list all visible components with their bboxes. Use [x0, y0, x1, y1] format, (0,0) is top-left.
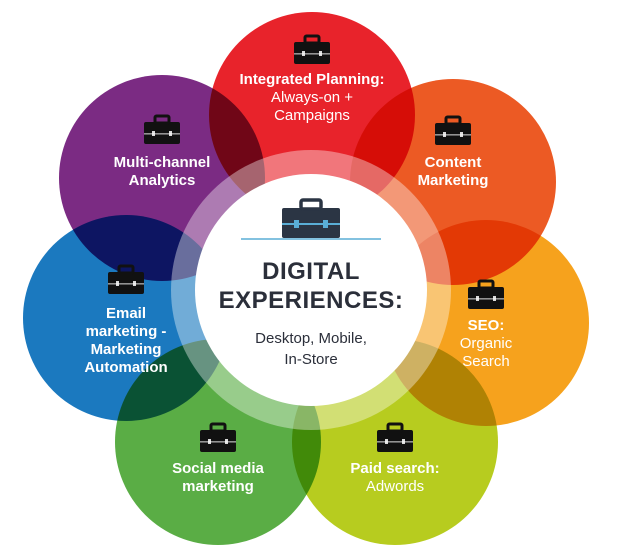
center-briefcase-icon: [241, 198, 381, 240]
petal-detail-line: Adwords: [366, 478, 424, 495]
petal-label-paid-search: Paid search:Adwords: [350, 422, 440, 495]
petal-detail-line: Campaigns: [274, 107, 350, 124]
center-subtitle-line-2: In-Store: [284, 351, 337, 368]
petal-label-integrated-planning: Integrated Planning:Always-on +Campaigns: [239, 34, 385, 124]
petal-detail-line: Organic: [460, 335, 513, 352]
petal-title-line: marketing -: [86, 323, 167, 340]
petal-title-line: Automation: [84, 359, 167, 376]
petal-title-line: Social media: [172, 460, 264, 477]
petal-title-line: Marketing: [418, 172, 489, 189]
petal-title-line: Marketing: [91, 341, 162, 358]
center-title-line-1: DIGITAL: [262, 258, 360, 285]
petal-title-line: Multi-channel: [114, 154, 211, 171]
petal-title-line: Email: [106, 305, 146, 322]
petal-title-line: Integrated Planning:: [239, 71, 384, 88]
petal-title-line: marketing: [182, 478, 254, 495]
petal-detail-line: Always-on +: [271, 89, 353, 106]
center-disc: [195, 174, 427, 406]
petal-title-line: Content: [425, 154, 482, 171]
center-title-line-2: EXPERIENCES:: [219, 287, 404, 314]
petal-title-line: SEO:: [468, 317, 505, 334]
center-subtitle-line-1: Desktop, Mobile,: [255, 330, 367, 347]
petal-detail-line: Search: [462, 353, 510, 370]
petal-title-line: Paid search:: [350, 460, 439, 477]
petal-title-line: Analytics: [129, 172, 196, 189]
